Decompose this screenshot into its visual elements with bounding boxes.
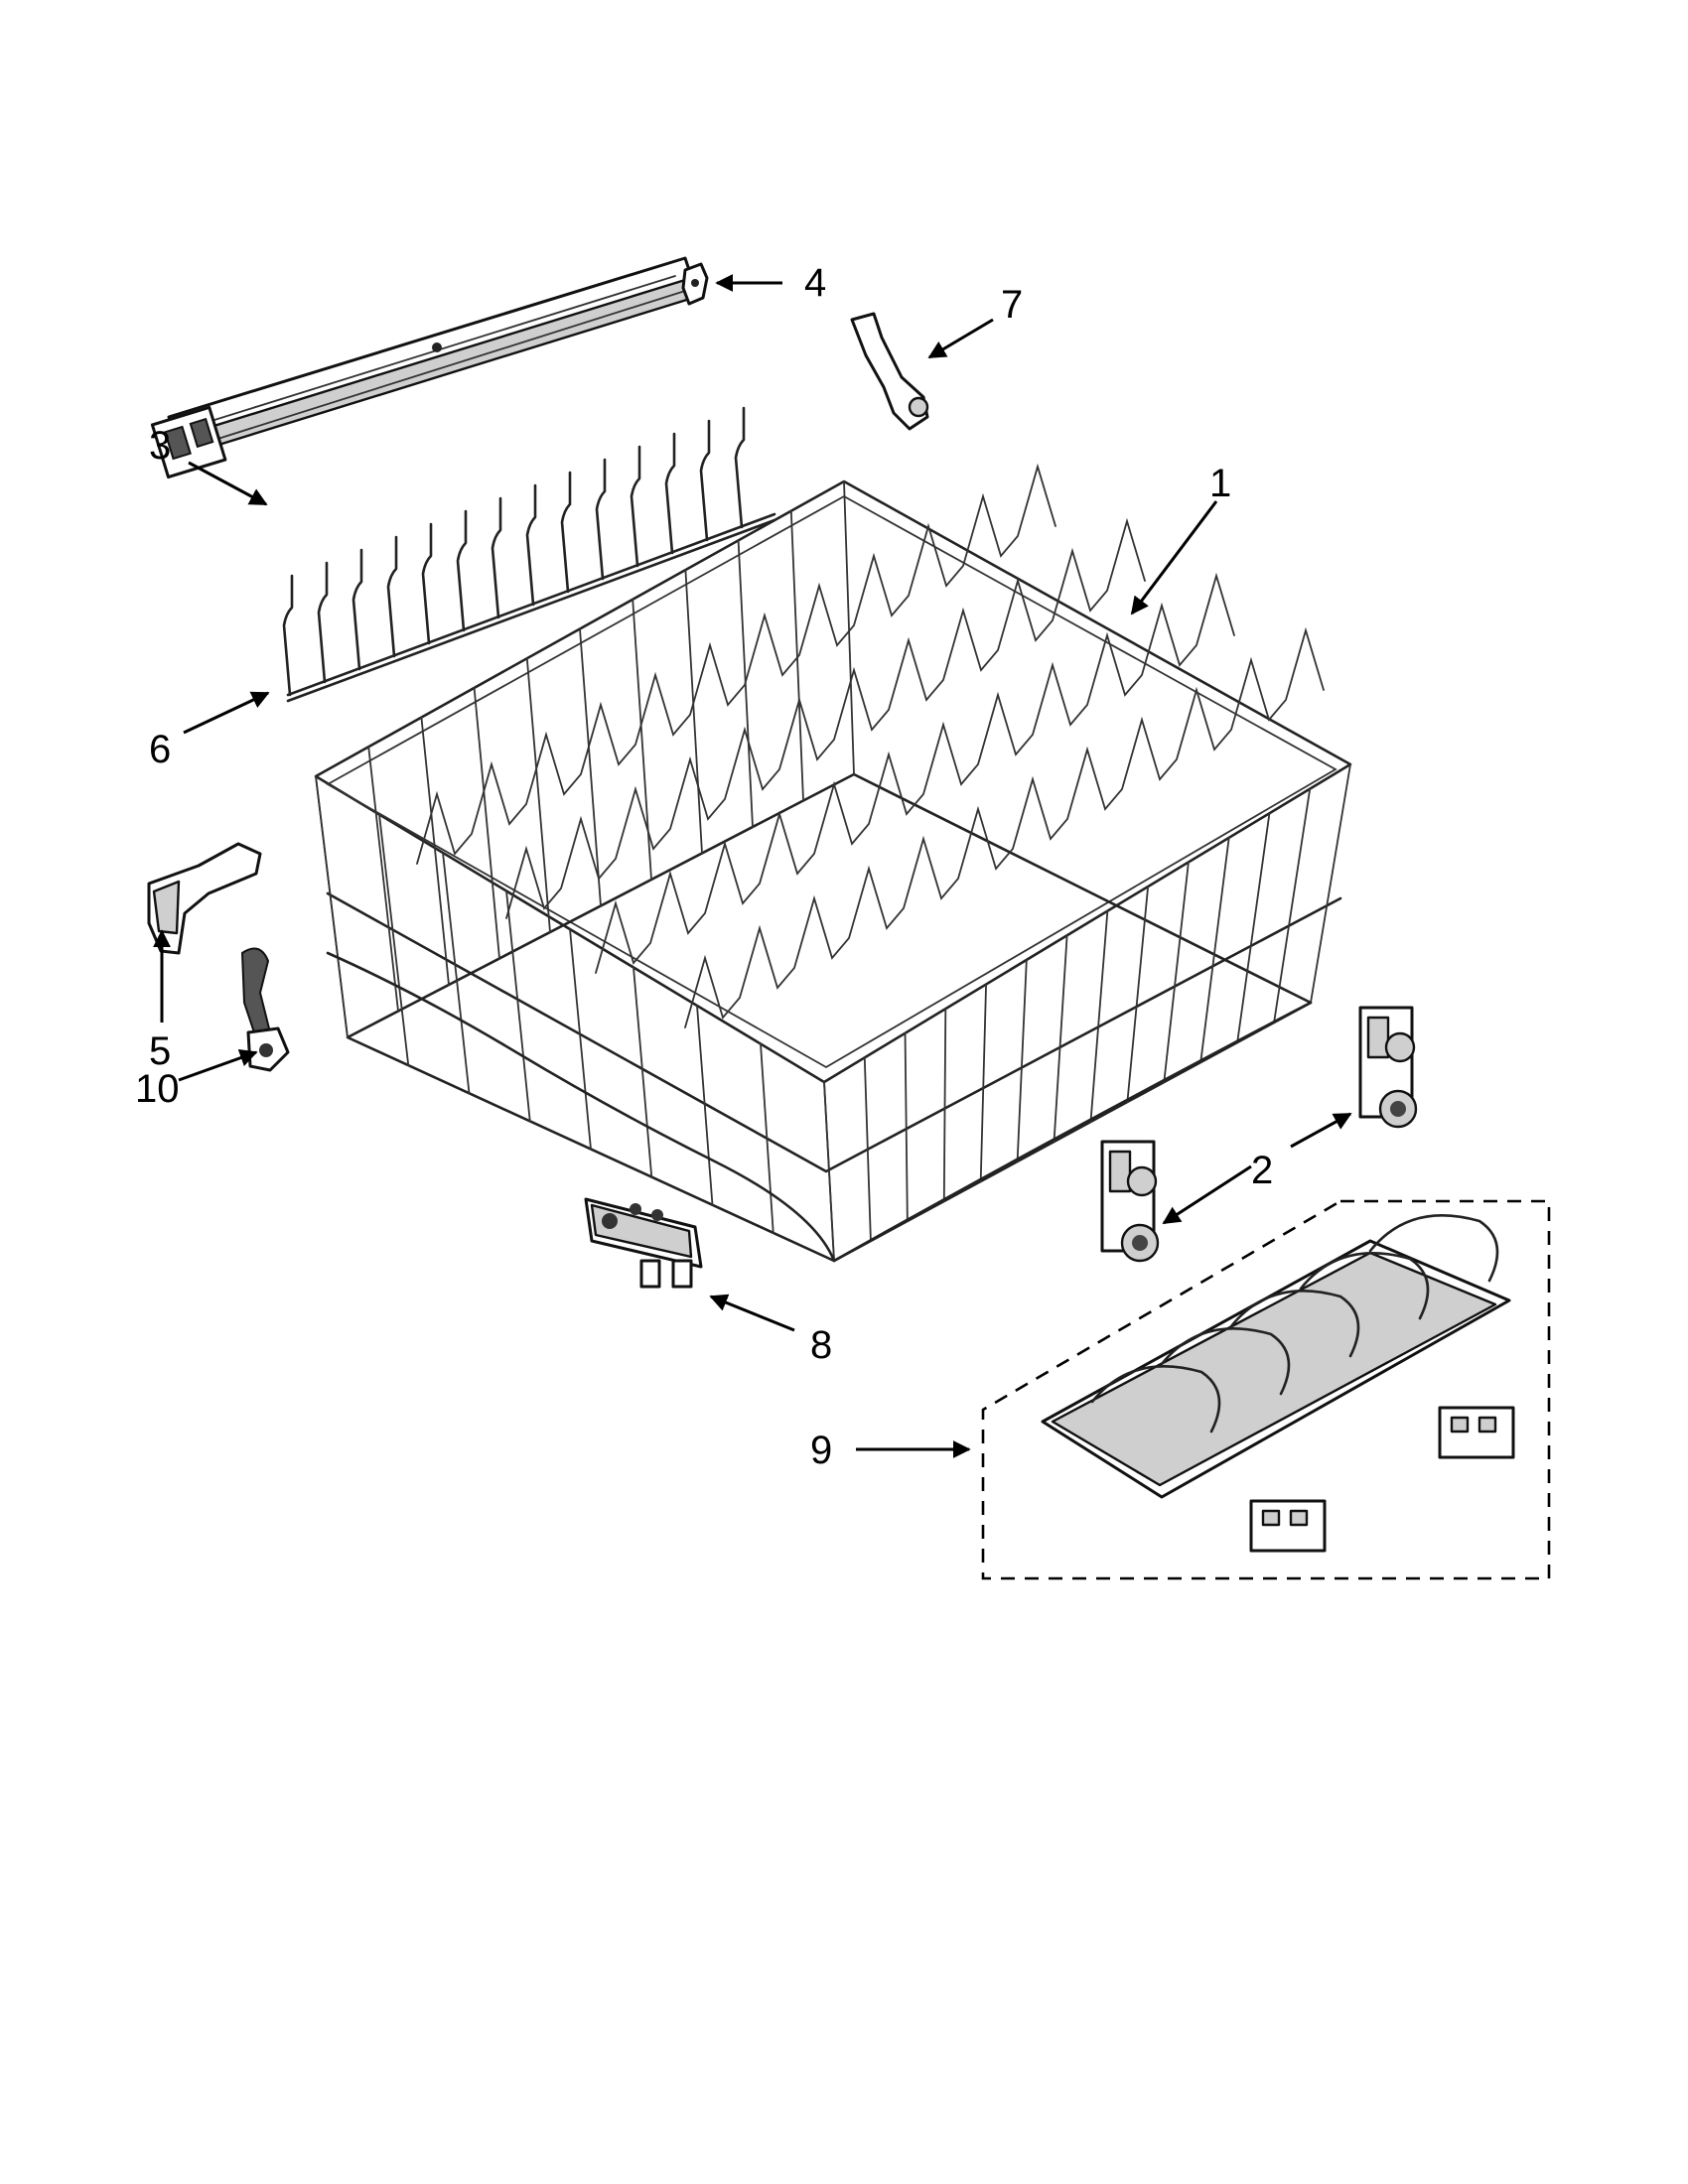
rack-post: [633, 966, 653, 1178]
tine: [386, 535, 398, 658]
leader-3: [188, 461, 268, 506]
tine: [595, 458, 607, 581]
rack-post: [505, 889, 531, 1123]
rack-post: [904, 1031, 909, 1222]
tine: [525, 483, 537, 607]
rack-post: [979, 983, 987, 1182]
rack-post: [760, 1042, 774, 1234]
tine: [734, 406, 746, 529]
leader-8: [709, 1294, 795, 1332]
tray-rib: [1299, 1252, 1430, 1320]
part-9-clip-b: [1438, 1406, 1515, 1459]
rack-post: [942, 1008, 947, 1202]
callout-1: 1: [1209, 462, 1231, 505]
rack-post: [632, 598, 652, 881]
rack-post: [442, 852, 471, 1095]
tray-rib: [1229, 1290, 1360, 1358]
leader-1: [1130, 500, 1218, 615]
callout-5: 5: [149, 1029, 171, 1073]
part-4-clip: [681, 262, 709, 306]
rack-post: [1053, 934, 1068, 1143]
callout-8: 8: [810, 1323, 832, 1367]
rack-post: [1089, 909, 1109, 1123]
callout-2: 2: [1251, 1149, 1273, 1192]
rack-post: [696, 1005, 714, 1206]
part-2-roller-left: [1100, 1140, 1160, 1263]
rack-post: [579, 627, 602, 907]
part-10-clip: [240, 947, 290, 1072]
callout-6: 6: [149, 728, 171, 771]
callout-7: 7: [1001, 283, 1023, 327]
rack-post: [315, 775, 349, 1038]
leader-6: [183, 691, 270, 735]
callout-10: 10: [135, 1067, 180, 1111]
leader-10: [178, 1049, 258, 1082]
rack-post: [367, 746, 399, 1013]
tine: [282, 574, 294, 697]
part-3-rack-rail: [150, 256, 697, 479]
rack-post: [789, 509, 804, 802]
tine: [699, 419, 711, 542]
part-7-clip: [850, 312, 929, 431]
rack-post: [1163, 861, 1190, 1083]
tine: [560, 471, 572, 594]
tine: [491, 496, 502, 619]
rack-post: [1126, 886, 1150, 1103]
rack-post: [1236, 812, 1271, 1043]
rack-post: [1273, 787, 1312, 1024]
tine: [352, 548, 363, 671]
rack-post: [1016, 959, 1028, 1162]
fold-down-tine-row: [505, 517, 1146, 919]
leader-2a: [1162, 1164, 1252, 1225]
callout-4: 4: [804, 261, 826, 305]
fold-down-tine-row: [416, 463, 1056, 865]
tray-rib: [1090, 1365, 1221, 1433]
rack-post: [1199, 836, 1230, 1063]
tray-rib: [1368, 1214, 1499, 1283]
tine: [456, 509, 468, 632]
leader-7: [927, 318, 994, 359]
part-6-tine-row: [282, 406, 776, 703]
rack-post: [378, 813, 410, 1067]
rack-post: [1310, 763, 1351, 1004]
fold-down-tine-row: [595, 572, 1235, 974]
part-1-upper-rack: [314, 463, 1352, 1263]
rack-post: [473, 687, 500, 960]
rack-post: [420, 716, 450, 986]
rack-post: [823, 1081, 835, 1262]
part-8-bracket: [584, 1197, 703, 1289]
tine: [421, 522, 433, 645]
part-9-kit: [981, 1199, 1551, 1580]
tine: [630, 445, 641, 568]
leader-2b: [1290, 1112, 1352, 1149]
callout-9: 9: [810, 1429, 832, 1472]
rack-post: [684, 569, 703, 855]
rack-post: [569, 928, 592, 1151]
callout-3: 3: [149, 424, 171, 468]
part-5-clip: [147, 842, 262, 955]
rack-post: [843, 480, 855, 775]
rack-post: [525, 657, 551, 933]
fold-down-tine-row: [684, 626, 1325, 1028]
rack-post: [863, 1056, 872, 1242]
tray-rib: [1160, 1327, 1291, 1396]
tine: [664, 432, 676, 555]
tine: [317, 561, 329, 684]
part-2-roller-right: [1358, 1006, 1418, 1129]
part-9-clip-a: [1249, 1499, 1327, 1553]
